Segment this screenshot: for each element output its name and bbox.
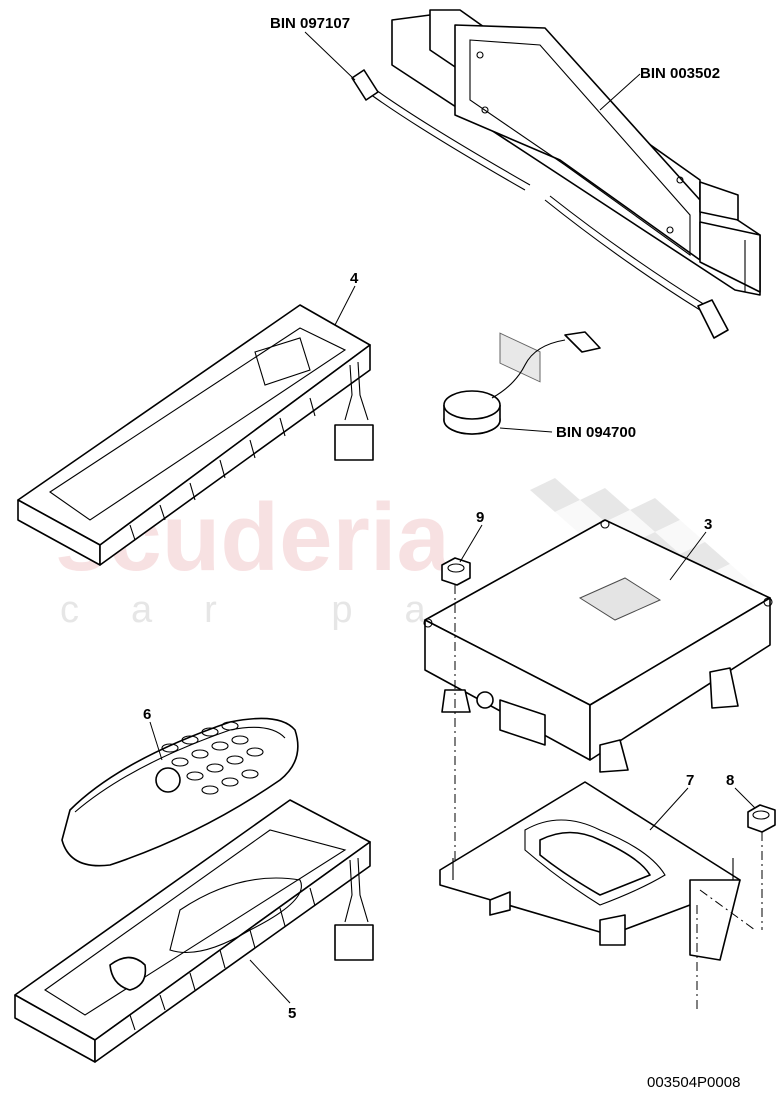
callout-part-9: 9 [476,509,484,526]
telephone-handset-6 [61,717,299,867]
antenna-module-strip [391,9,761,383]
console-cradle-5 [14,799,374,1063]
callout-bin-097107: BIN 097107 [270,15,350,32]
callout-part-5: 5 [288,1005,296,1022]
drawing-reference: 003504P0008 [647,1074,740,1091]
callout-part-6: 6 [143,706,151,723]
callout-bin-003502: BIN 003502 [640,65,720,82]
microphone [443,331,601,435]
nut-9 [441,524,483,870]
control-unit-3 [423,519,773,773]
mounting-bracket-7 [439,781,741,961]
console-tray-4 [17,285,374,566]
callout-bin-094700: BIN 094700 [556,424,636,441]
callout-part-3: 3 [704,516,712,533]
callout-part-8: 8 [726,772,734,789]
callout-part-4: 4 [350,270,359,287]
nut-8 [696,787,776,1010]
callout-part-7: 7 [686,772,694,789]
antenna-cable [304,31,729,339]
